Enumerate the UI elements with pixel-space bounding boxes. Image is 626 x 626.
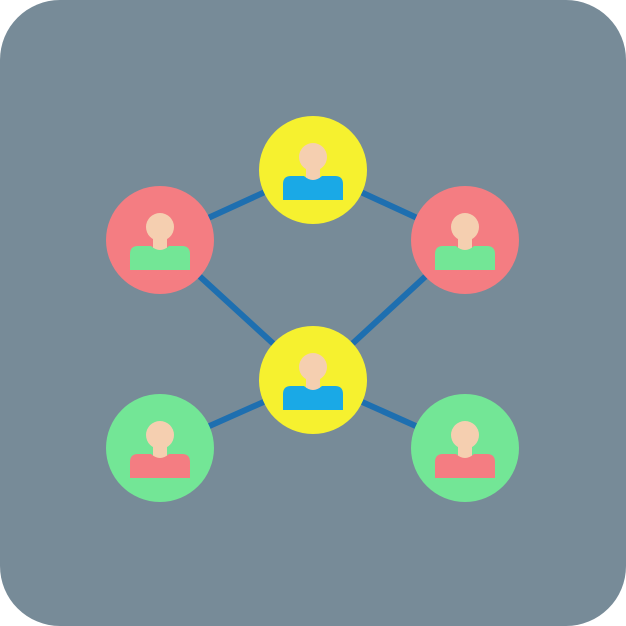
user-head-icon xyxy=(299,353,327,381)
user-body-icon xyxy=(283,176,343,200)
bottom-right-user-node xyxy=(411,394,519,502)
user-body-icon xyxy=(435,454,495,478)
bottom-left-user-node xyxy=(106,394,214,502)
user-body-icon xyxy=(130,454,190,478)
left-user-node xyxy=(106,186,214,294)
user-neck-icon xyxy=(306,168,320,180)
user-body-icon xyxy=(283,386,343,410)
user-head-icon xyxy=(299,143,327,171)
user-nodes xyxy=(106,116,519,502)
user-neck-icon xyxy=(458,446,472,458)
user-head-icon xyxy=(146,421,174,449)
user-neck-icon xyxy=(458,238,472,250)
user-body-icon xyxy=(130,246,190,270)
user-neck-icon xyxy=(306,378,320,390)
top-center-user-node xyxy=(259,116,367,224)
center-user-node xyxy=(259,326,367,434)
user-body-icon xyxy=(435,246,495,270)
user-head-icon xyxy=(451,213,479,241)
user-head-icon xyxy=(451,421,479,449)
user-neck-icon xyxy=(153,238,167,250)
user-head-icon xyxy=(146,213,174,241)
right-user-node xyxy=(411,186,519,294)
user-neck-icon xyxy=(153,446,167,458)
